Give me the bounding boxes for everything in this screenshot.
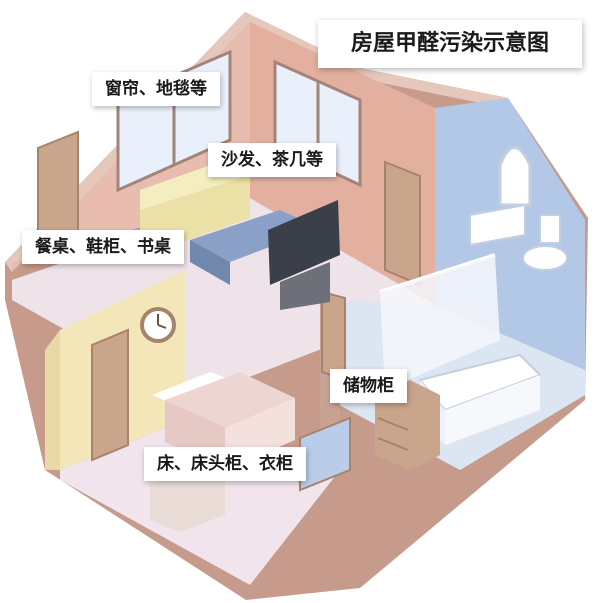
label-bed-wardrobe: 床、床头柜、衣柜 (144, 447, 306, 481)
living-room-right-door (384, 160, 421, 287)
wall-clock-icon (140, 307, 176, 343)
bathroom-door (321, 290, 346, 382)
toilet (522, 214, 568, 271)
page-title: 房屋甲醛污染示意图 (318, 20, 582, 68)
sofa (140, 160, 250, 248)
shower-curtain (379, 253, 500, 390)
bedroom-left-wall (45, 330, 60, 470)
tv (268, 200, 340, 310)
nightstand (150, 468, 225, 532)
label-storage-cabinet: 储物柜 (330, 369, 407, 403)
label-dining-shoe-desk: 餐桌、鞋柜、书桌 (22, 230, 184, 264)
outer-wall-top-right (245, 12, 508, 108)
label-sofa-table: 沙发、茶几等 (208, 143, 336, 177)
bedroom-door (91, 328, 129, 462)
label-curtains-carpet: 窗帘、地毯等 (92, 72, 220, 106)
bathroom-sink (469, 146, 532, 247)
